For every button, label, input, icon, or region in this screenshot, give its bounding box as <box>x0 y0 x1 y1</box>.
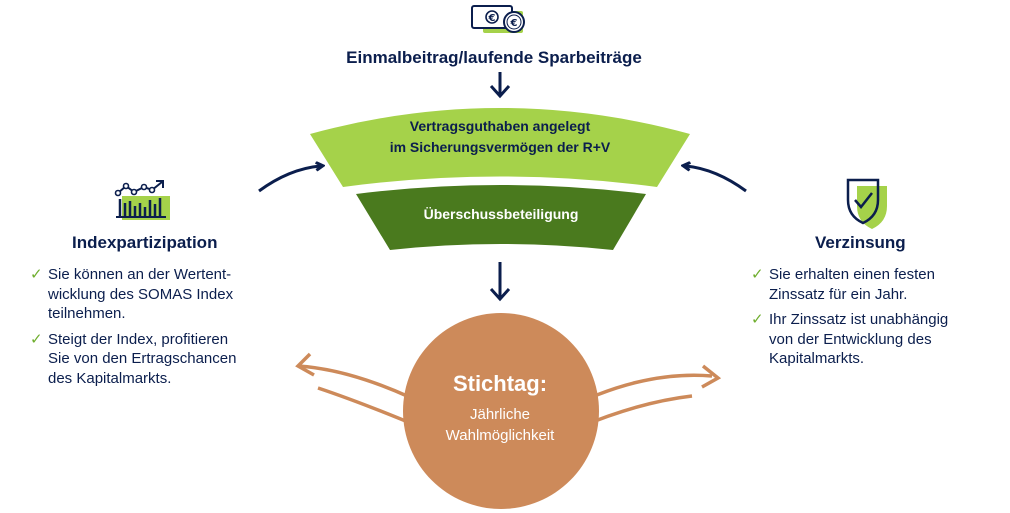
stichtag-circle <box>403 313 599 509</box>
upper-band-line1: Vertragsguthaben angelegt <box>410 118 591 134</box>
middle-down-arrow <box>489 262 511 302</box>
bullet-line: Sie von den Ertragschancen <box>48 350 237 367</box>
list-item: ✓ Ihr Zinssatz ist unabhängig von der En… <box>751 310 991 369</box>
left-bullet-list: ✓ Sie können an der Wertent- wicklung de… <box>30 265 270 394</box>
svg-text:€: € <box>510 18 518 29</box>
upper-band-line2: im Sicherungsvermögen der R+V <box>390 139 611 155</box>
lower-band <box>356 185 646 250</box>
bullet-line: Ihr Zinssatz ist unabhängig <box>769 311 949 328</box>
bullet-line: Steigt der Index, profitieren <box>48 330 229 348</box>
top-title: Einmalbeitrag/laufende Sparbeiträge <box>346 48 642 67</box>
shield-check-icon <box>846 178 887 229</box>
bullet-line: Zinssatz für ein Jahr. <box>769 285 908 303</box>
bullet-line: Sie erhalten einen festen <box>769 266 935 283</box>
list-item: ✓ Sie erhalten einen festen Zinssatz für… <box>751 265 991 304</box>
upper-band <box>310 108 690 187</box>
check-icon: ✓ <box>30 330 43 348</box>
bullet-line: teilnehmen. <box>48 305 126 322</box>
right-curved-arrow <box>686 166 747 193</box>
right-bullet-list: ✓ Sie erhalten einen festen Zinssatz für… <box>751 265 991 375</box>
check-icon: ✓ <box>30 266 43 283</box>
chart-growth-icon <box>114 180 170 220</box>
left-curved-arrow <box>258 166 320 193</box>
svg-text:€: € <box>488 13 496 24</box>
list-item: ✓ Sie können an der Wertent- wicklung de… <box>30 265 270 324</box>
bullet-line: von der Entwicklung des <box>769 330 932 348</box>
bullet-line: des Kapitalmarkts. <box>48 369 172 387</box>
lower-band-label: Überschussbeteiligung <box>424 206 579 222</box>
circle-title: Stichtag: <box>453 371 547 396</box>
circle-line1: Jährliche <box>470 406 530 423</box>
top-down-arrow <box>489 72 511 99</box>
left-title: Indexpartizipation <box>72 233 218 252</box>
bullet-line: wicklung des SOMAS Index <box>48 285 234 303</box>
check-icon: ✓ <box>751 266 764 283</box>
circle-line2: Wahlmöglichkeit <box>446 427 555 444</box>
right-title: Verzinsung <box>815 233 906 252</box>
check-icon: ✓ <box>751 311 764 328</box>
bullet-line: Sie können an der Wertent- <box>48 266 232 283</box>
list-item: ✓ Steigt der Index, profitieren Sie von … <box>30 330 270 389</box>
euro-money-icon: € € <box>471 5 525 33</box>
bullet-line: Kapitalmarkts. <box>769 350 865 367</box>
